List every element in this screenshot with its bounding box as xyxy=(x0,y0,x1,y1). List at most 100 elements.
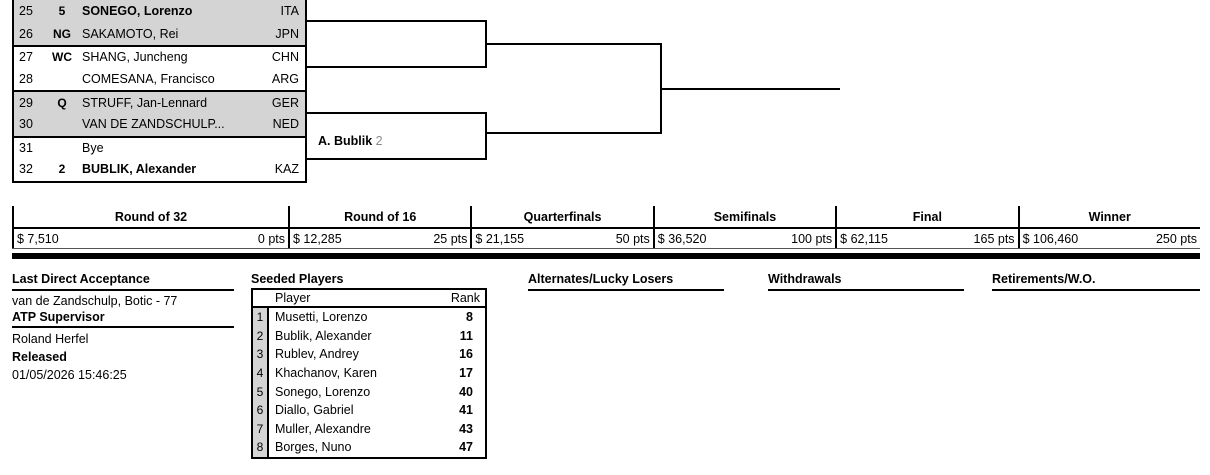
seeded-player-name: Sonego, Lorenzo xyxy=(275,384,371,399)
retirements-title: Retirements/W.O. xyxy=(992,272,1096,286)
round2-winner-seed: 2 xyxy=(375,134,383,148)
draw-row-status: WC xyxy=(52,50,72,65)
prize-round-header: Final xyxy=(835,206,1017,227)
bracket-stub-r32-4 xyxy=(307,158,487,160)
seeded-player-rank: 17 xyxy=(459,366,473,381)
prize-round-values: $ 62,115 165 pts xyxy=(835,229,1017,248)
draw-row-player-name: STRUFF, Jan-Lennard xyxy=(82,95,208,110)
seeded-player-seed: 2 xyxy=(253,326,269,346)
prize-round-header: Quarterfinals xyxy=(470,206,652,227)
prize-money-value: $ 106,460 xyxy=(1022,231,1079,246)
withdrawals-title: Withdrawals xyxy=(768,272,842,286)
draw-row-status: 2 xyxy=(58,162,66,177)
prize-points-value: 100 pts xyxy=(791,231,833,246)
seeded-player-rank: 47 xyxy=(459,440,473,455)
prize-money-value: $ 21,155 xyxy=(475,231,525,246)
last-direct-acceptance-title: Last Direct Acceptance xyxy=(12,272,150,286)
prize-round-header: Winner xyxy=(1017,206,1200,227)
prize-money-value: $ 36,520 xyxy=(657,231,707,246)
draw-row-nationality: ARG xyxy=(271,72,299,87)
atp-supervisor-value: Roland Herfel xyxy=(12,332,89,346)
draw-row-player-name: SHANG, Juncheng xyxy=(82,50,188,65)
alternates-title: Alternates/Lucky Losers xyxy=(528,272,674,286)
draw-row-nationality: KAZ xyxy=(274,162,299,177)
last-direct-acceptance-value: van de Zandschulp, Botic - 77 xyxy=(12,294,178,308)
seed-col-rank-header: Rank xyxy=(450,291,480,305)
draw-row-number: 30 xyxy=(19,117,33,132)
seeded-player-row[interactable]: 7 Muller, Alexandre 43 xyxy=(253,419,485,439)
draw-row-nationality: ITA xyxy=(280,4,299,19)
draw-row-number: 31 xyxy=(19,140,33,155)
withdrawals-rule xyxy=(768,289,964,291)
draw-row[interactable]: 25 5 SONEGO, Lorenzo ITA xyxy=(14,0,305,23)
last-direct-acceptance-rule xyxy=(12,289,234,291)
prize-points-value: 165 pts xyxy=(973,231,1015,246)
released-value: 01/05/2026 15:46:25 xyxy=(12,368,127,382)
bracket-stub-qf xyxy=(660,88,840,90)
bracket-stub-r16-top xyxy=(485,43,662,45)
seeded-player-rank: 43 xyxy=(459,421,473,436)
bracket-stub-r32-2 xyxy=(307,66,487,68)
bracket-stub-r16-bottom xyxy=(485,132,662,134)
seeded-player-seed: 6 xyxy=(253,400,269,420)
prize-money-value: $ 62,115 xyxy=(840,231,888,246)
seeded-players-header: Player Rank xyxy=(253,290,485,308)
bracket-stub-r32-3 xyxy=(307,112,487,114)
prize-points-value: 50 pts xyxy=(615,231,650,246)
atp-supervisor-rule xyxy=(12,326,234,328)
prize-round-values: $ 106,460 250 pts xyxy=(1017,229,1200,248)
draw-row-status: 5 xyxy=(58,4,66,19)
round2-winner-label: A. Bublik 2 xyxy=(318,134,383,148)
draw-row-player-name: SAKAMOTO, Rei xyxy=(82,26,179,41)
prize-points-value: 250 pts xyxy=(1155,231,1197,246)
prize-round-header: Round of 16 xyxy=(288,206,470,227)
prize-money-value: $ 12,285 xyxy=(293,231,342,246)
draw-row-player-name: VAN DE ZANDSCHULP... xyxy=(82,117,225,132)
bracket-connector-r16-top xyxy=(485,20,487,68)
seeded-player-name: Muller, Alexandre xyxy=(275,421,371,436)
seeded-player-name: Diallo, Gabriel xyxy=(275,403,354,418)
draw-row-number: 25 xyxy=(19,4,33,19)
seeded-player-rank: 8 xyxy=(466,310,473,325)
released-title: Released xyxy=(12,350,67,364)
bracket-connector-qf xyxy=(660,43,662,134)
prize-round-values: $ 7,510 0 pts xyxy=(12,229,288,248)
prize-money-value: $ 7,510 xyxy=(17,231,59,246)
draw-row-number: 29 xyxy=(19,95,33,110)
seeded-player-rank: 40 xyxy=(459,384,473,399)
draw-row-status: Q xyxy=(57,95,67,110)
draw-row[interactable]: 30 VAN DE ZANDSCHULP... NED xyxy=(14,112,305,136)
draw-row-nationality: JPN xyxy=(275,26,299,41)
draw-row-player-name: SONEGO, Lorenzo xyxy=(82,4,193,19)
prize-points-value: 0 pts xyxy=(257,231,285,246)
draw-row-nationality: NED xyxy=(272,117,299,132)
section-divider-bar xyxy=(12,253,1200,259)
draw-row[interactable]: 29 Q STRUFF, Jan-Lennard GER xyxy=(14,90,305,113)
bracket-stub-r32-1 xyxy=(307,20,487,22)
retirements-rule xyxy=(992,289,1200,291)
draw-row-nationality: GER xyxy=(271,95,299,110)
prize-round-values: $ 36,520 100 pts xyxy=(652,229,835,248)
seeded-player-name: Bublik, Alexander xyxy=(275,328,372,343)
seeded-player-seed: 7 xyxy=(253,419,269,439)
draw-row-number: 28 xyxy=(19,72,33,87)
seed-col-player-header: Player xyxy=(275,291,311,305)
alternates-rule xyxy=(528,289,724,291)
round2-winner-name: A. Bublik xyxy=(318,134,373,148)
